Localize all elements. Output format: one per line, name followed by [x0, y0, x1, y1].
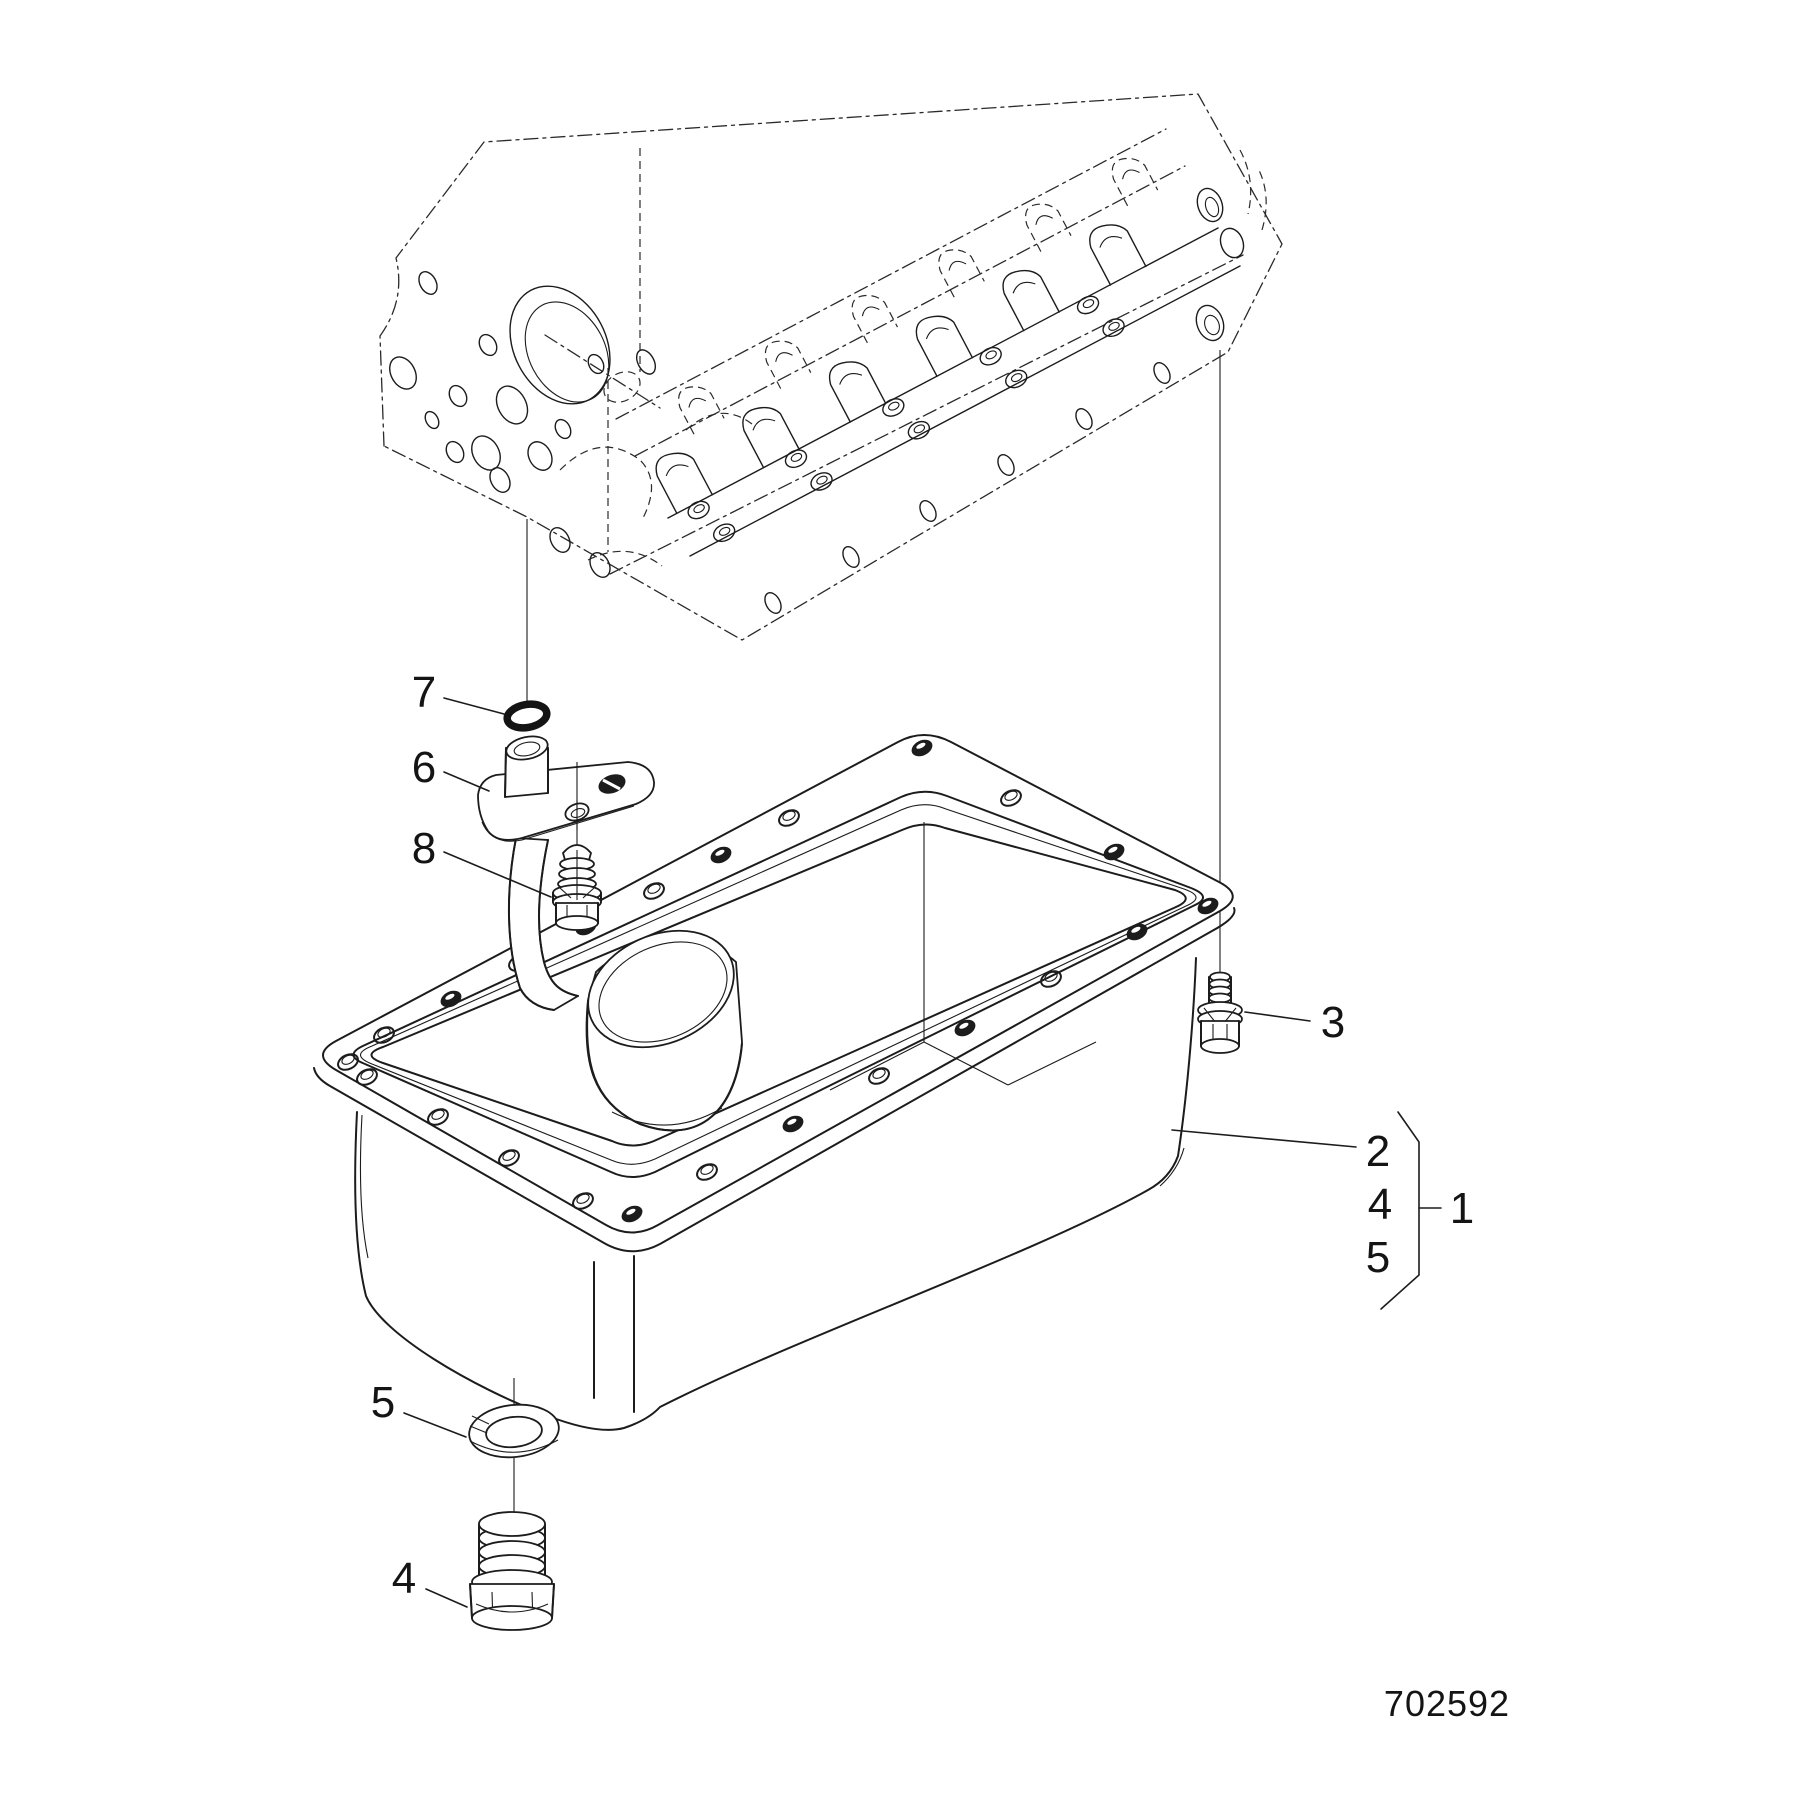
leader-5	[403, 1412, 467, 1438]
pickup-tube-right-edge	[538, 839, 579, 997]
leader-6	[443, 771, 490, 792]
pan-opening-edge	[370, 823, 1187, 1147]
callout-7: 7	[412, 668, 436, 717]
engine-block-phantom	[379, 93, 1283, 641]
leader-7	[443, 697, 505, 715]
block-face-holes	[389, 271, 657, 578]
o-ring	[503, 700, 551, 732]
block-rail-holes	[764, 362, 1171, 614]
oil-pan	[313, 734, 1236, 1431]
callout-3: 3	[1321, 998, 1345, 1047]
plate-thickness-edge	[481, 805, 635, 842]
leader-2	[1171, 1129, 1357, 1148]
dipstick-tube-stub	[504, 735, 549, 798]
strainer-valve	[552, 800, 602, 931]
callout-5-group: 5	[1366, 1233, 1390, 1282]
oil-pan-flange	[322, 734, 1234, 1234]
pickup-tube-left-edge	[507, 837, 555, 1011]
drain-washer	[468, 1403, 560, 1459]
callout-2: 2	[1366, 1127, 1390, 1176]
callout-8: 8	[412, 824, 436, 873]
crank-bore	[509, 285, 661, 409]
oil-pan-body	[354, 957, 1197, 1431]
drain-bolt	[1197, 971, 1243, 1054]
block-end-face	[1195, 149, 1267, 342]
leader-8	[443, 851, 552, 898]
flange-underside-edge	[313, 907, 1236, 1253]
callout-4-group: 4	[1368, 1180, 1392, 1229]
block-pan-rail	[609, 128, 1244, 575]
filler-neck	[585, 929, 743, 1132]
engine-block-outline	[379, 93, 1283, 641]
flange-inner-edge-2	[359, 804, 1197, 1165]
bearing-saddles	[655, 157, 1159, 514]
pickup-tube-flange-plate	[477, 761, 655, 841]
figure-number: 702592	[1384, 1683, 1510, 1724]
block-casting-curves	[559, 412, 753, 567]
leader-3	[1244, 1011, 1311, 1022]
pan-interior-lines	[829, 822, 1097, 1091]
bearing-bolt-holes	[687, 295, 1125, 543]
callout-numbers: 7 6 8 3 2 4 5 1 5 4	[371, 668, 1474, 1603]
callout-4: 4	[392, 1554, 416, 1603]
drain-plug	[469, 1511, 555, 1631]
callout-leaders	[403, 697, 1442, 1608]
callout-1: 1	[1450, 1184, 1474, 1233]
callout-6: 6	[412, 743, 436, 792]
leader-4	[425, 1588, 468, 1608]
callout-5: 5	[371, 1378, 395, 1427]
flange-bolt-holes	[337, 739, 1219, 1223]
plate-bolt-hole	[598, 774, 626, 794]
